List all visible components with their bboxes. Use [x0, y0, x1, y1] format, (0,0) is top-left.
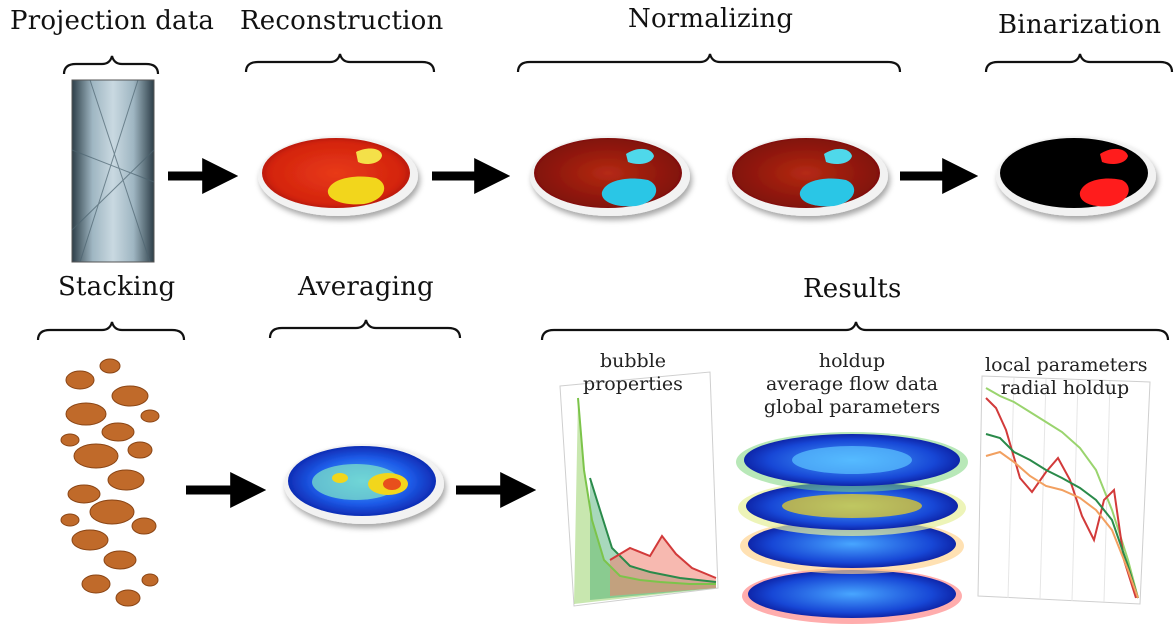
holdup-label-line-1: holdup: [818, 350, 886, 372]
results-title: Results: [803, 274, 902, 304]
holdup-label-line-2: average flow data: [765, 373, 939, 395]
binarization-disk: [996, 136, 1156, 216]
averaging-title: Averaging: [298, 272, 434, 302]
holdup-label: holdup average flow data global paramete…: [742, 350, 962, 419]
holdup-label-line-3: global parameters: [763, 396, 941, 418]
brace-results: [540, 321, 1170, 341]
normalizing-title: Normalizing: [628, 4, 794, 34]
binarization-title: Binarization: [998, 10, 1162, 40]
normalizing-disk-2: [728, 136, 888, 216]
bubble-properties-label: bubble properties: [578, 350, 688, 396]
bubble-properties-chart: [559, 371, 719, 607]
brace-projection: [62, 55, 160, 75]
holdup-disk-stack: [736, 432, 968, 624]
bubble-label-line-1: bubble: [599, 350, 667, 372]
projection-data-title: Projection data: [10, 6, 215, 36]
braces: [36, 53, 1174, 341]
stacking-title: Stacking: [58, 272, 176, 302]
arrows: [168, 158, 979, 508]
local-parameters-label: local parameters radial holdup: [985, 354, 1148, 400]
stacking-bubbles: [60, 358, 160, 607]
local-label-line-1: local parameters: [985, 354, 1148, 376]
reconstruction-disk: [258, 136, 418, 216]
reconstruction-title: Reconstruction: [240, 6, 444, 36]
radial-holdup-chart: [977, 375, 1151, 605]
brace-averaging: [268, 319, 462, 339]
averaging-disk: [284, 444, 444, 524]
bubble-label-line-2: properties: [583, 373, 683, 395]
normalizing-disk-1: [530, 136, 690, 216]
brace-normalizing: [516, 53, 902, 73]
brace-stacking: [36, 321, 186, 341]
brace-reconstruction: [244, 53, 436, 73]
projection-image: [71, 79, 155, 263]
brace-binarization: [984, 53, 1174, 73]
local-label-line-2: radial holdup: [1000, 377, 1130, 399]
